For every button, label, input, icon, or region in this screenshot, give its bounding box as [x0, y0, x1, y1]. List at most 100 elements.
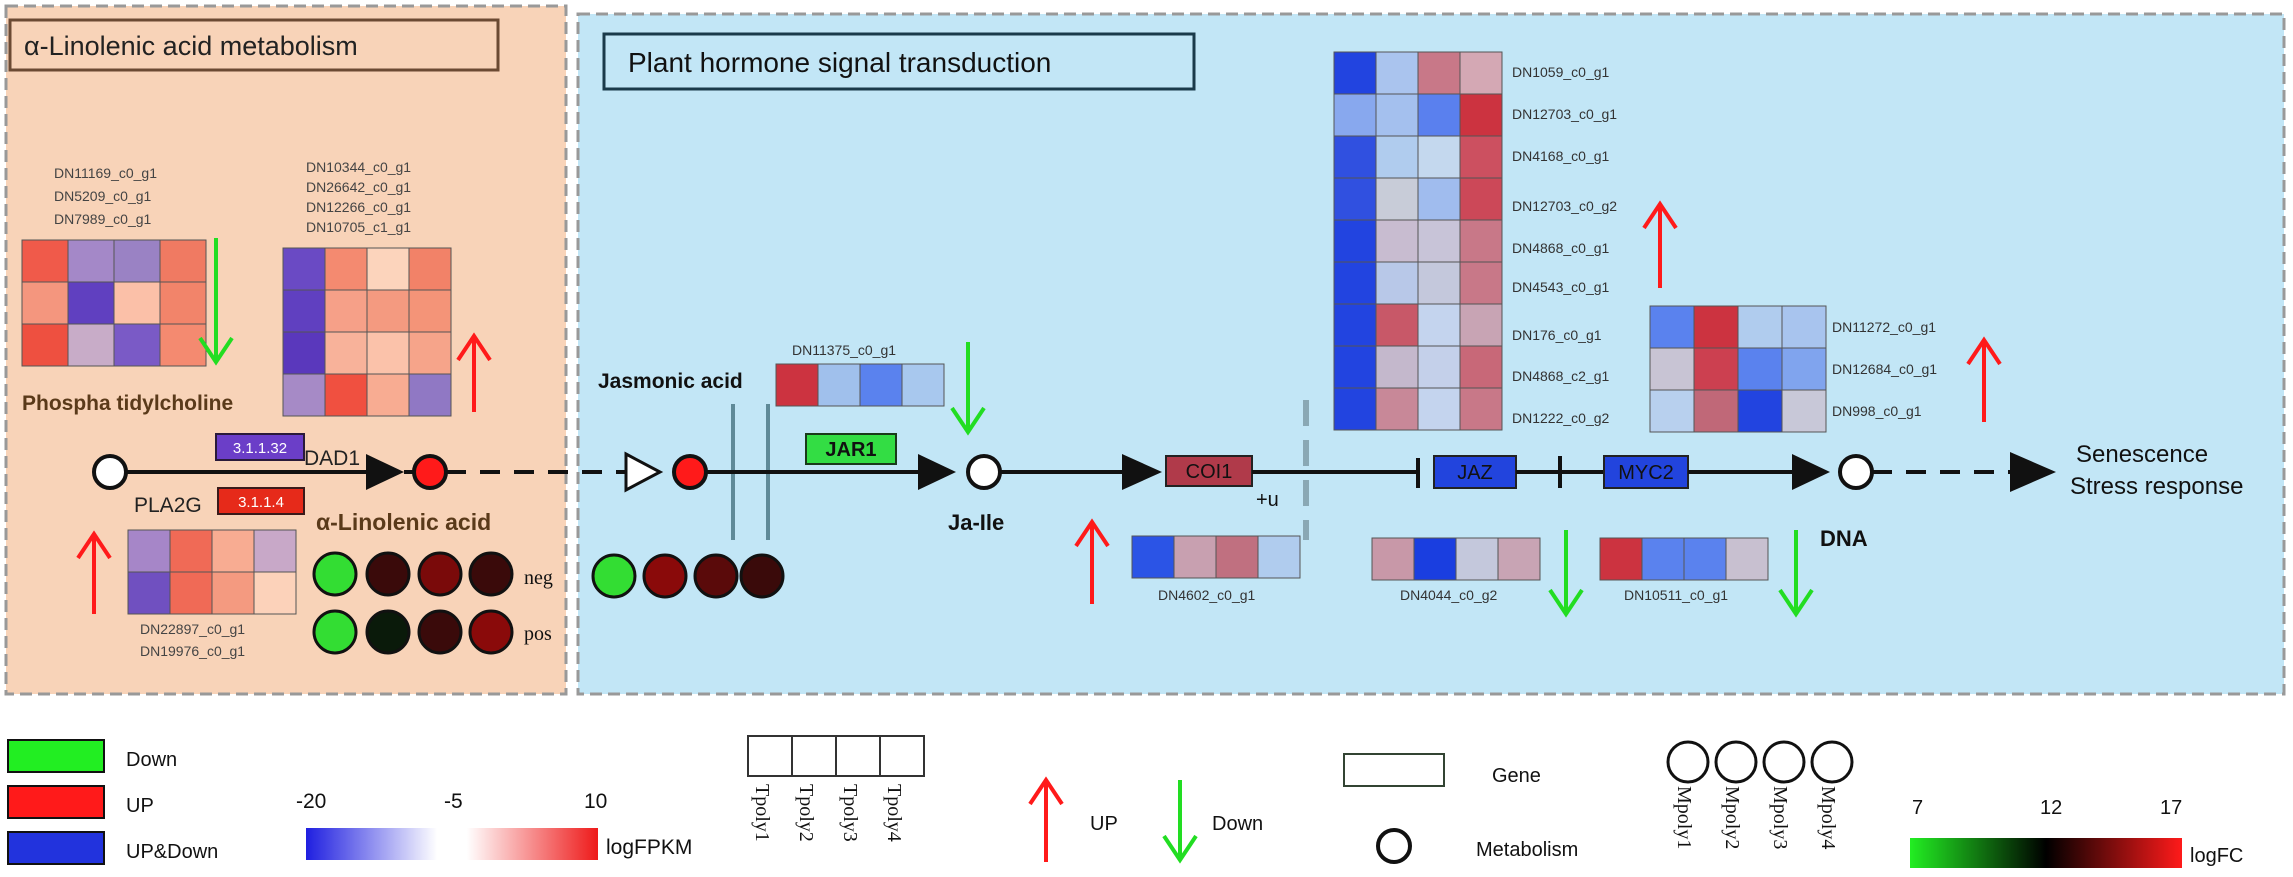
metabolite-node-ja-ile [966, 454, 1002, 490]
gene-label: DN12266_c0_g1 [306, 199, 411, 215]
gene-box-coi1 [1165, 455, 1253, 487]
mpoly-label: Mpoly4 [1817, 786, 1839, 849]
pla2g-label: PLA2G [134, 494, 202, 517]
gene-label: DN4868_c0_g1 [1512, 240, 1610, 256]
heatmap-myc2-small [1599, 537, 1769, 581]
gene-label: DN10344_c0_g1 [306, 159, 411, 175]
gene-label: DN7989_c0_g1 [54, 211, 152, 227]
plus-u-label: +u [1256, 489, 1279, 511]
up-arrow-icon [1074, 518, 1110, 604]
enzyme-code: 3.1.1.32 [233, 440, 287, 457]
pathway-arrowhead [1792, 454, 1830, 490]
heatmap-dad1 [282, 247, 452, 417]
gene-label: DN4868_c2_g1 [1512, 368, 1610, 384]
gene-label: DN11169_c0_g1 [54, 165, 157, 181]
pathway-arrowhead [918, 454, 956, 490]
gene-label: DN12703_c0_g2 [1512, 198, 1617, 214]
right-panel-title: Plant hormone signal transduction [628, 47, 1051, 78]
metabolite-node-alpha-linolenic [412, 454, 448, 490]
gene-label: DN19976_c0_g1 [140, 643, 245, 659]
heatmap-jaz-small [1371, 537, 1541, 581]
gene-label: DN4602_c0_g1 [1158, 587, 1256, 603]
fc-min-label: 7 [1912, 797, 1923, 819]
gene-label: DN1059_c0_g1 [1512, 64, 1610, 80]
pathway-arrowhead [1122, 454, 1162, 490]
phosphatidylcholine-label: Phospha tidylcholine [22, 392, 233, 415]
gene-label: DN4543_c0_g1 [1512, 279, 1610, 295]
senescence-label: Senescence [2076, 441, 2208, 468]
jasmonic-acid-label: Jasmonic acid [598, 370, 743, 393]
enzyme-code: 3.1.1.4 [238, 494, 284, 511]
legend-gene-label: Gene [1492, 765, 1541, 787]
pathway-arrowhead [366, 454, 404, 490]
fc-color-scale [1910, 838, 2182, 868]
up-arrow-icon [456, 332, 492, 412]
scale-min-label: -20 [296, 790, 326, 813]
down-arrow-icon [198, 238, 234, 366]
gene-label: DN22897_c0_g1 [140, 621, 245, 637]
legend-up-arrow-icon [1028, 776, 1064, 862]
enzyme-box-dad1 [215, 433, 305, 461]
heatmap-phosphatidylcholine [21, 239, 207, 367]
gene-label: DN176_c0_g1 [1512, 327, 1602, 343]
gene-label: DN12703_c0_g1 [1512, 106, 1617, 122]
right-panel-title-box [602, 32, 1196, 91]
mpoly-label: Mpoly2 [1721, 786, 1743, 849]
heatmap-coi1 [1131, 535, 1301, 579]
tpoly-label: Tpoly2 [795, 784, 817, 842]
dad1-label: DAD1 [304, 447, 360, 470]
legend-gene-box [1343, 753, 1445, 787]
alpha-linolenic-label: α-Linolenic acid [316, 509, 491, 535]
up-arrow-icon [76, 530, 112, 614]
gene-label: DN10511_c0_g1 [1624, 587, 1728, 603]
fc-label: logFC [2190, 845, 2243, 867]
gene-label: DN998_c0_g1 [1832, 403, 1922, 419]
legend-up-label: UP [126, 795, 154, 817]
fpkm-color-scale [306, 828, 598, 860]
pos-label: pos [524, 623, 552, 645]
legend-metabolism-circle [1376, 828, 1412, 864]
gene-label: DN4044_c0_g2 [1400, 587, 1498, 603]
gene-label: DN26642_c0_g1 [306, 179, 411, 195]
up-arrow-icon [1642, 200, 1678, 288]
tpoly-label: Tpoly1 [751, 784, 773, 842]
tpoly-legend-boxes [747, 735, 925, 777]
heatmap-jar1 [775, 363, 945, 407]
dna-label: DNA [1820, 526, 1868, 551]
scale-max-label: 10 [584, 790, 607, 813]
gene-label: DN5209_c0_g1 [54, 188, 152, 204]
fc-mid-label: 12 [2040, 797, 2062, 819]
heatmap-myc2 [1649, 305, 1827, 433]
metabolite-node-phosphatidylcholine [92, 454, 128, 490]
gene-label: DN11272_c0_g1 [1832, 319, 1936, 335]
mpoly-legend-circles [1666, 740, 1854, 784]
legend-metabolism-label: Metabolism [1476, 839, 1578, 861]
scale-mid-label: -5 [444, 790, 463, 813]
stress-response-label: Stress response [2070, 473, 2243, 500]
legend-down-label: Down [126, 749, 177, 771]
jaz-label: JAZ [1457, 462, 1493, 484]
down-arrow-icon [950, 342, 986, 436]
up-arrow-icon [1966, 336, 2002, 422]
gene-label: DN12684_c0_g1 [1832, 361, 1937, 377]
left-panel-title: α-Linolenic acid metabolism [24, 31, 358, 61]
neg-label: neg [524, 567, 553, 589]
metabolite-circles-pos-left [312, 609, 514, 655]
heatmap-pla2g [127, 529, 297, 615]
gene-label: DN1222_c0_g2 [1512, 410, 1610, 426]
gene-label: DN4168_c0_g1 [1512, 148, 1610, 164]
open-arrowhead [624, 451, 664, 493]
tpoly-label: Tpoly3 [839, 784, 861, 842]
legend-down-arrow-icon [1162, 780, 1198, 864]
gene-label: DN11375_c0_g1 [792, 342, 896, 358]
metabolite-node-dna [1838, 454, 1874, 490]
mpoly-label: Mpoly3 [1769, 786, 1791, 849]
gene-label: DN10705_c1_g1 [306, 219, 411, 235]
pathway-arrowhead [2010, 452, 2056, 492]
metabolite-circles-neg-left [312, 551, 514, 597]
coi1-label: COI1 [1186, 461, 1233, 483]
gene-box-jar1 [805, 433, 897, 465]
fpkm-label: logFPKM [606, 836, 692, 859]
myc2-label: MYC2 [1618, 462, 1674, 484]
